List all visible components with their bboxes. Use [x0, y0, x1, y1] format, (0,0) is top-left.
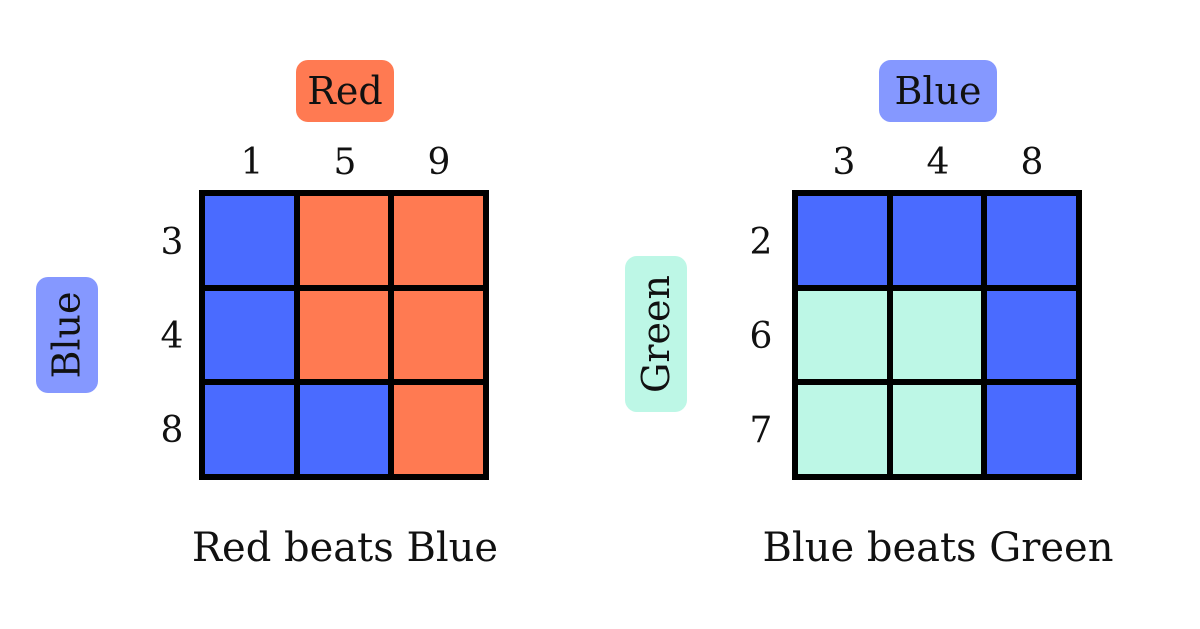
- outcome-grid: [792, 190, 1082, 480]
- grid-cell-red: [299, 196, 389, 285]
- grid-cell-blue: [205, 290, 294, 380]
- caption: Red beats Blue: [191, 525, 499, 571]
- column-label: 5: [333, 142, 357, 183]
- row-label: 8: [160, 410, 184, 451]
- grid-cell-blue: [205, 196, 294, 285]
- outcome-grid: [199, 190, 489, 480]
- column-label: 1: [240, 142, 264, 183]
- grid-cell-green: [892, 385, 982, 474]
- row-label: 7: [749, 410, 773, 451]
- top-player-label: Blue: [879, 60, 997, 122]
- grid-cell-blue: [892, 196, 982, 285]
- grid-cell-red: [394, 196, 483, 285]
- grid-cell-blue: [987, 196, 1076, 285]
- grid-cell-red: [394, 290, 483, 380]
- side-player-label: Blue: [36, 277, 98, 393]
- grid-cell-red: [299, 290, 389, 380]
- grid-cell-blue: [798, 196, 887, 285]
- side-player-label: Green: [625, 256, 687, 412]
- caption: Blue beats Green: [762, 525, 1114, 571]
- grid-cell-blue: [205, 385, 294, 474]
- grid-cell-red: [394, 385, 483, 474]
- top-player-label: Red: [296, 60, 394, 122]
- row-label: 3: [160, 222, 184, 263]
- column-label: 9: [427, 142, 451, 183]
- row-label: 4: [160, 316, 184, 357]
- grid-cell-blue: [987, 290, 1076, 380]
- column-label: 8: [1020, 142, 1044, 183]
- column-label: 4: [926, 142, 950, 183]
- grid-cell-green: [798, 385, 887, 474]
- column-label: 3: [832, 142, 856, 183]
- grid-cell-blue: [987, 385, 1076, 474]
- row-label: 6: [749, 316, 773, 357]
- grid-cell-blue: [299, 385, 389, 474]
- grid-cell-green: [892, 290, 982, 380]
- matchup-panel-blue-vs-green: Blue Green 3 4 8 2 6 7 Blue beats Green: [600, 0, 1200, 629]
- grid-cell-green: [798, 290, 887, 380]
- matchup-panel-red-vs-blue: Red Blue 1 5 9 3 4 8 Red beats Blue: [36, 60, 499, 571]
- row-label: 2: [749, 222, 773, 263]
